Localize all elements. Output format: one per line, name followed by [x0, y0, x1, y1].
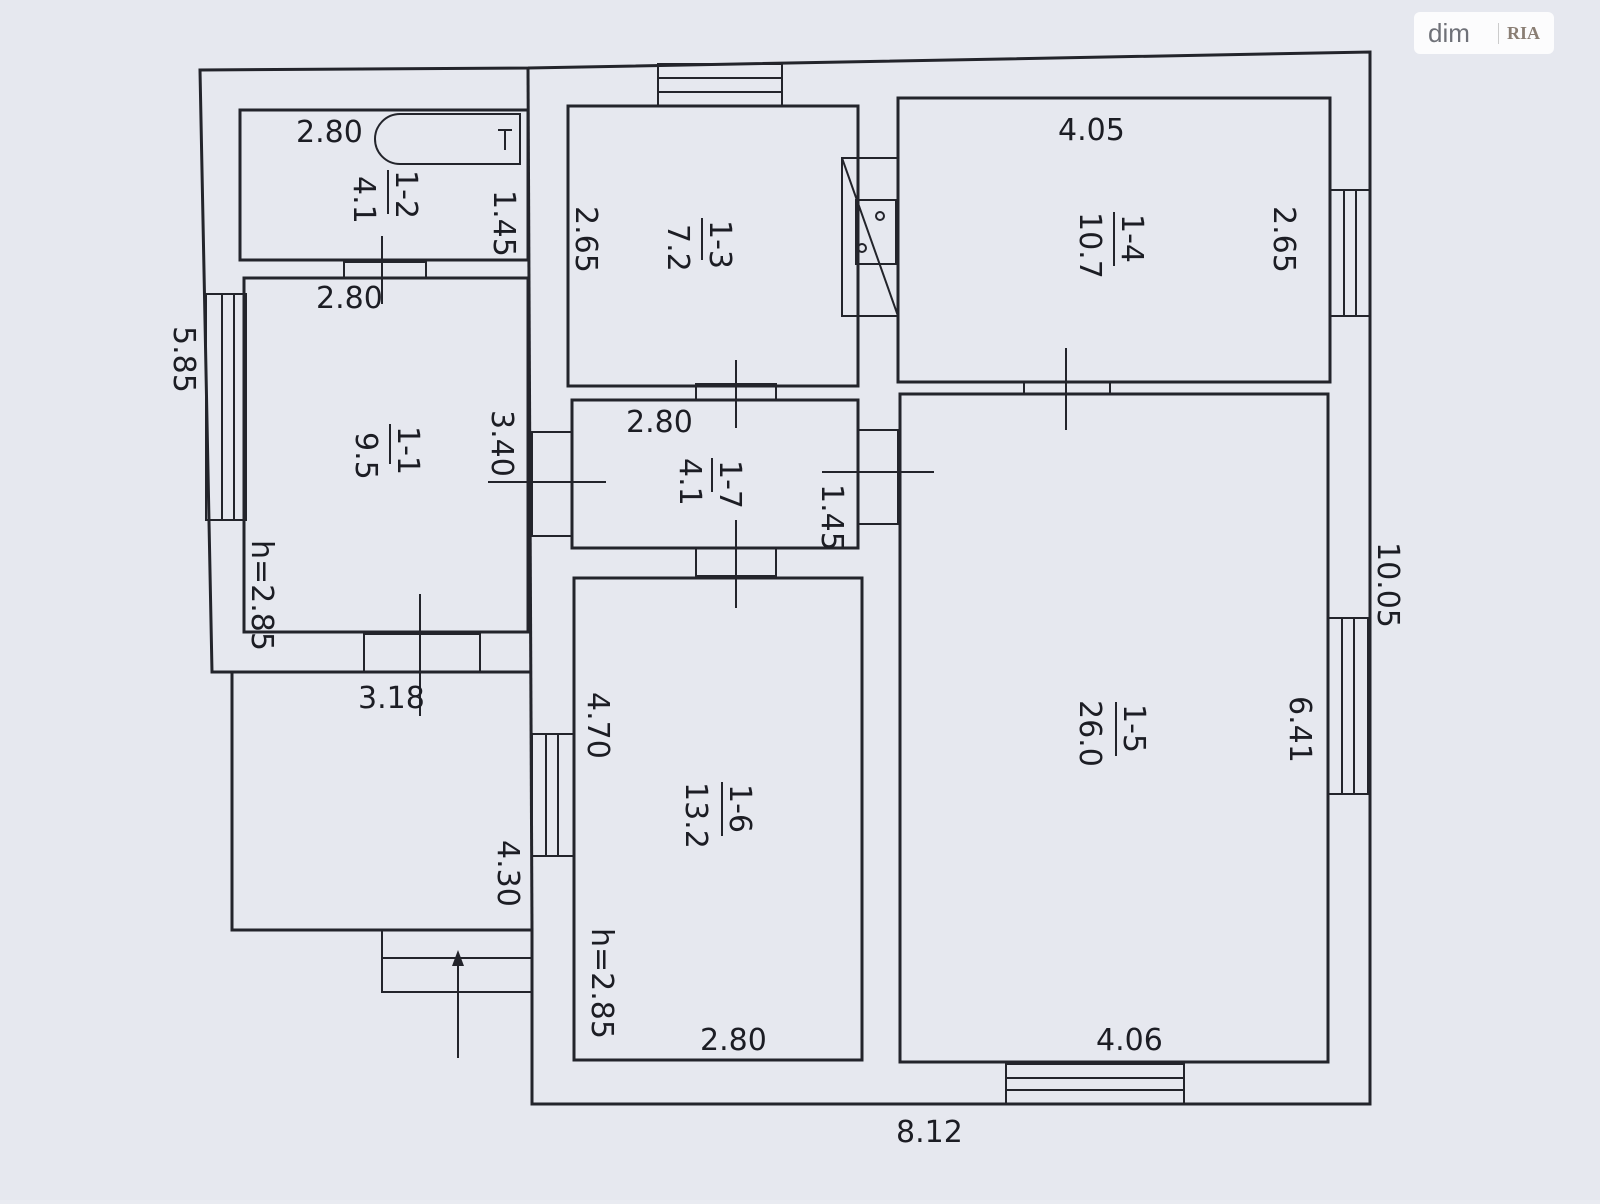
watermark-brand: dim: [1428, 17, 1470, 48]
room-1-6-width: 2.80: [700, 1023, 767, 1058]
room-1-5-area: 26.0: [1072, 700, 1107, 767]
doorway-1-7-left: [531, 431, 573, 537]
overall-width-label: 8.12: [896, 1115, 963, 1150]
window-1-1: [205, 293, 247, 521]
entrance-step: [381, 930, 532, 993]
ria-logo-icon: RIA: [1497, 22, 1540, 44]
room-1-1-length: 3.40: [484, 410, 519, 477]
room-1-6-height: h=2.85: [584, 928, 619, 1039]
window-1-4: [1329, 189, 1371, 317]
room-1-2-width: 2.80: [296, 115, 363, 150]
room-1-3-area: 7.2: [660, 224, 695, 272]
room-1-6-length: 4.70: [580, 692, 615, 759]
room-1-2-length: 1.45: [486, 190, 521, 257]
porch-length: 4.30: [490, 840, 525, 907]
room-1-7-length: 1.45: [814, 484, 849, 551]
room-1-1-number: 1-1: [390, 426, 425, 475]
room-1-7-area: 4.1: [672, 458, 707, 506]
room-1-4-number: 1-4: [1114, 214, 1149, 263]
room-1-7-width: 2.80: [626, 405, 693, 440]
window-1-5-bottom: [1005, 1063, 1185, 1105]
doorway-1-2: [343, 261, 427, 279]
bathtub-icon: [374, 113, 521, 165]
dim-ria-watermark: dim RIA: [1414, 12, 1554, 54]
window-1-3: [657, 63, 783, 107]
room-1-2-outline: [238, 108, 530, 262]
room-1-5-number: 1-5: [1116, 704, 1151, 753]
room-1-6-area: 13.2: [678, 782, 713, 849]
room-1-1-width: 2.80: [316, 281, 383, 316]
room-1-3-number: 1-3: [702, 220, 737, 269]
window-1-5-right: [1327, 617, 1369, 795]
window-1-6: [531, 733, 575, 857]
room-1-4-length: 2.65: [1266, 206, 1301, 273]
room-1-5-width: 4.06: [1096, 1023, 1163, 1058]
room-1-4-area: 10.7: [1072, 212, 1107, 279]
room-1-5-length: 6.41: [1282, 696, 1317, 763]
room-1-2-area: 4.1: [346, 176, 381, 224]
doorway-1-1-bottom: [363, 633, 481, 673]
room-1-1-bottom-dim: 3.18: [358, 681, 425, 716]
overall-depth-left-label: 5.85: [166, 326, 201, 393]
room-1-1-height: h=2.85: [244, 540, 279, 651]
doorway-1-7-right: [857, 429, 899, 525]
room-1-6-number: 1-6: [722, 784, 757, 833]
overall-depth-right-label: 10.05: [1370, 542, 1405, 628]
room-1-1-area: 9.5: [348, 432, 383, 480]
room-1-4-width: 4.05: [1058, 113, 1125, 148]
room-1-2-number: 1-2: [388, 170, 423, 219]
room-1-3-length: 2.65: [568, 206, 603, 273]
room-1-7-number: 1-7: [712, 460, 747, 509]
